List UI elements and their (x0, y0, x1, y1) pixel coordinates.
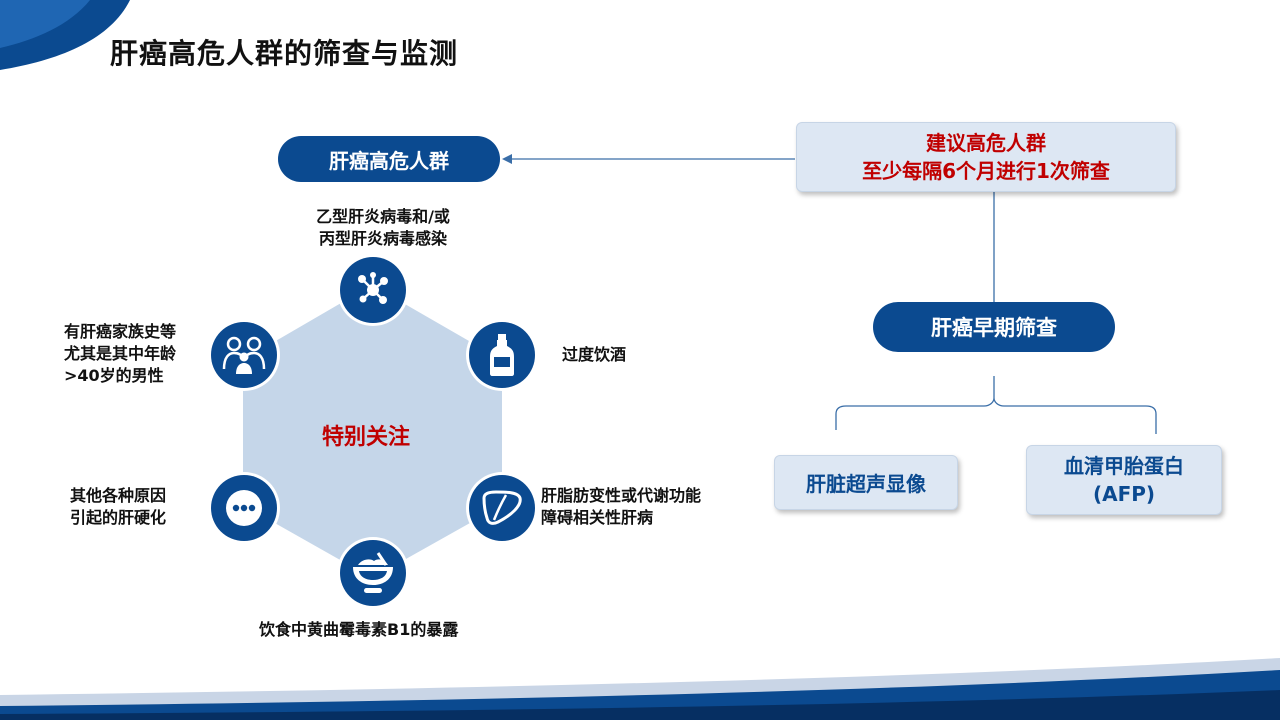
food-bowl-icon (340, 540, 406, 606)
recommendation-line2: 至少每隔6个月进行1次筛查 (862, 159, 1110, 183)
risk-hexagon (243, 285, 502, 578)
more-icon (211, 475, 277, 541)
early-screening-label: 肝癌早期筛查 (873, 302, 1115, 352)
high-risk-group-label: 肝癌高危人群 (278, 136, 500, 182)
recommendation-box: 建议高危人群 至少每隔6个月进行1次筛查 (796, 122, 1176, 192)
factor-alcohol-label: 过度饮酒 (562, 345, 627, 364)
liver-icon (469, 475, 535, 541)
page-title: 肝癌高危人群的筛查与监测 (110, 37, 459, 70)
virus-icon (340, 257, 406, 323)
afp-method-box: 血清甲胎蛋白 (AFP) (1026, 445, 1222, 515)
factor-fatty-liver-label: 肝脂肪变性或代谢功能 障碍相关性肝病 (541, 486, 702, 527)
factor-aflatoxin-label: 饮食中黄曲霉毒素B1的暴露 (259, 620, 459, 639)
bottom-wave-decoration (0, 658, 1280, 720)
special-attention-label: 特别关注 (322, 425, 411, 450)
factor-cirrhosis-label: 其他各种原因 引起的肝硬化 (70, 486, 167, 527)
recommendation-line1: 建议高危人群 (926, 131, 1046, 155)
factor-hepatitis-label: 乙型肝炎病毒和/或 丙型肝炎病毒感染 (316, 207, 450, 248)
family-icon (211, 322, 277, 388)
bottle-icon (469, 322, 535, 388)
ultrasound-method-box: 肝脏超声显像 (774, 455, 958, 510)
factor-family-history-label: 有肝癌家族史等 尤其是其中年龄 >40岁的男性 (64, 322, 177, 385)
corner-decoration (0, 0, 130, 70)
